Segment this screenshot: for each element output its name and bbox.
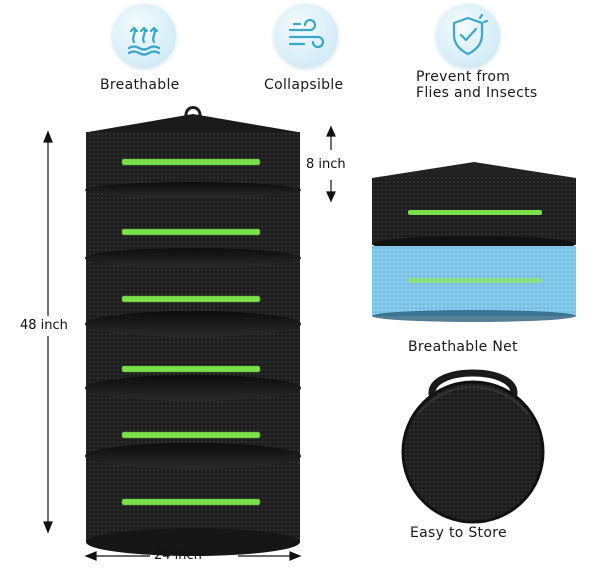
prevent-insects-icon-badge (436, 4, 500, 68)
height-dimension-label: 48 inch (20, 318, 68, 333)
feature-label-breathable: Breathable (100, 77, 180, 93)
tier-height-label: 8 inch (306, 157, 346, 172)
tier-rings (85, 182, 301, 469)
dimension-arrows (43, 125, 336, 561)
breathable-net-caption: Breathable Net (408, 339, 518, 355)
feature-label-prevent-line2: Flies and Insects (416, 85, 538, 101)
bottom-ring (86, 528, 300, 556)
heat-waves-icon (127, 26, 161, 56)
easy-to-store-caption: Easy to Store (410, 525, 507, 541)
breathable-net-detail (372, 162, 576, 322)
wind-icon (288, 18, 325, 49)
hanging-loop (184, 106, 202, 119)
width-dimension-label: 24 inch (154, 548, 202, 563)
shield-check-icon (452, 13, 489, 56)
breathable-icon-badge (112, 4, 176, 68)
feature-label-collapsible: Collapsible (264, 77, 344, 93)
zippers (121, 158, 261, 506)
top-cone (88, 114, 298, 132)
feature-label-prevent-line1: Prevent from (416, 69, 511, 85)
collapsible-icon-badge (274, 4, 338, 68)
storage-bag (401, 369, 545, 524)
